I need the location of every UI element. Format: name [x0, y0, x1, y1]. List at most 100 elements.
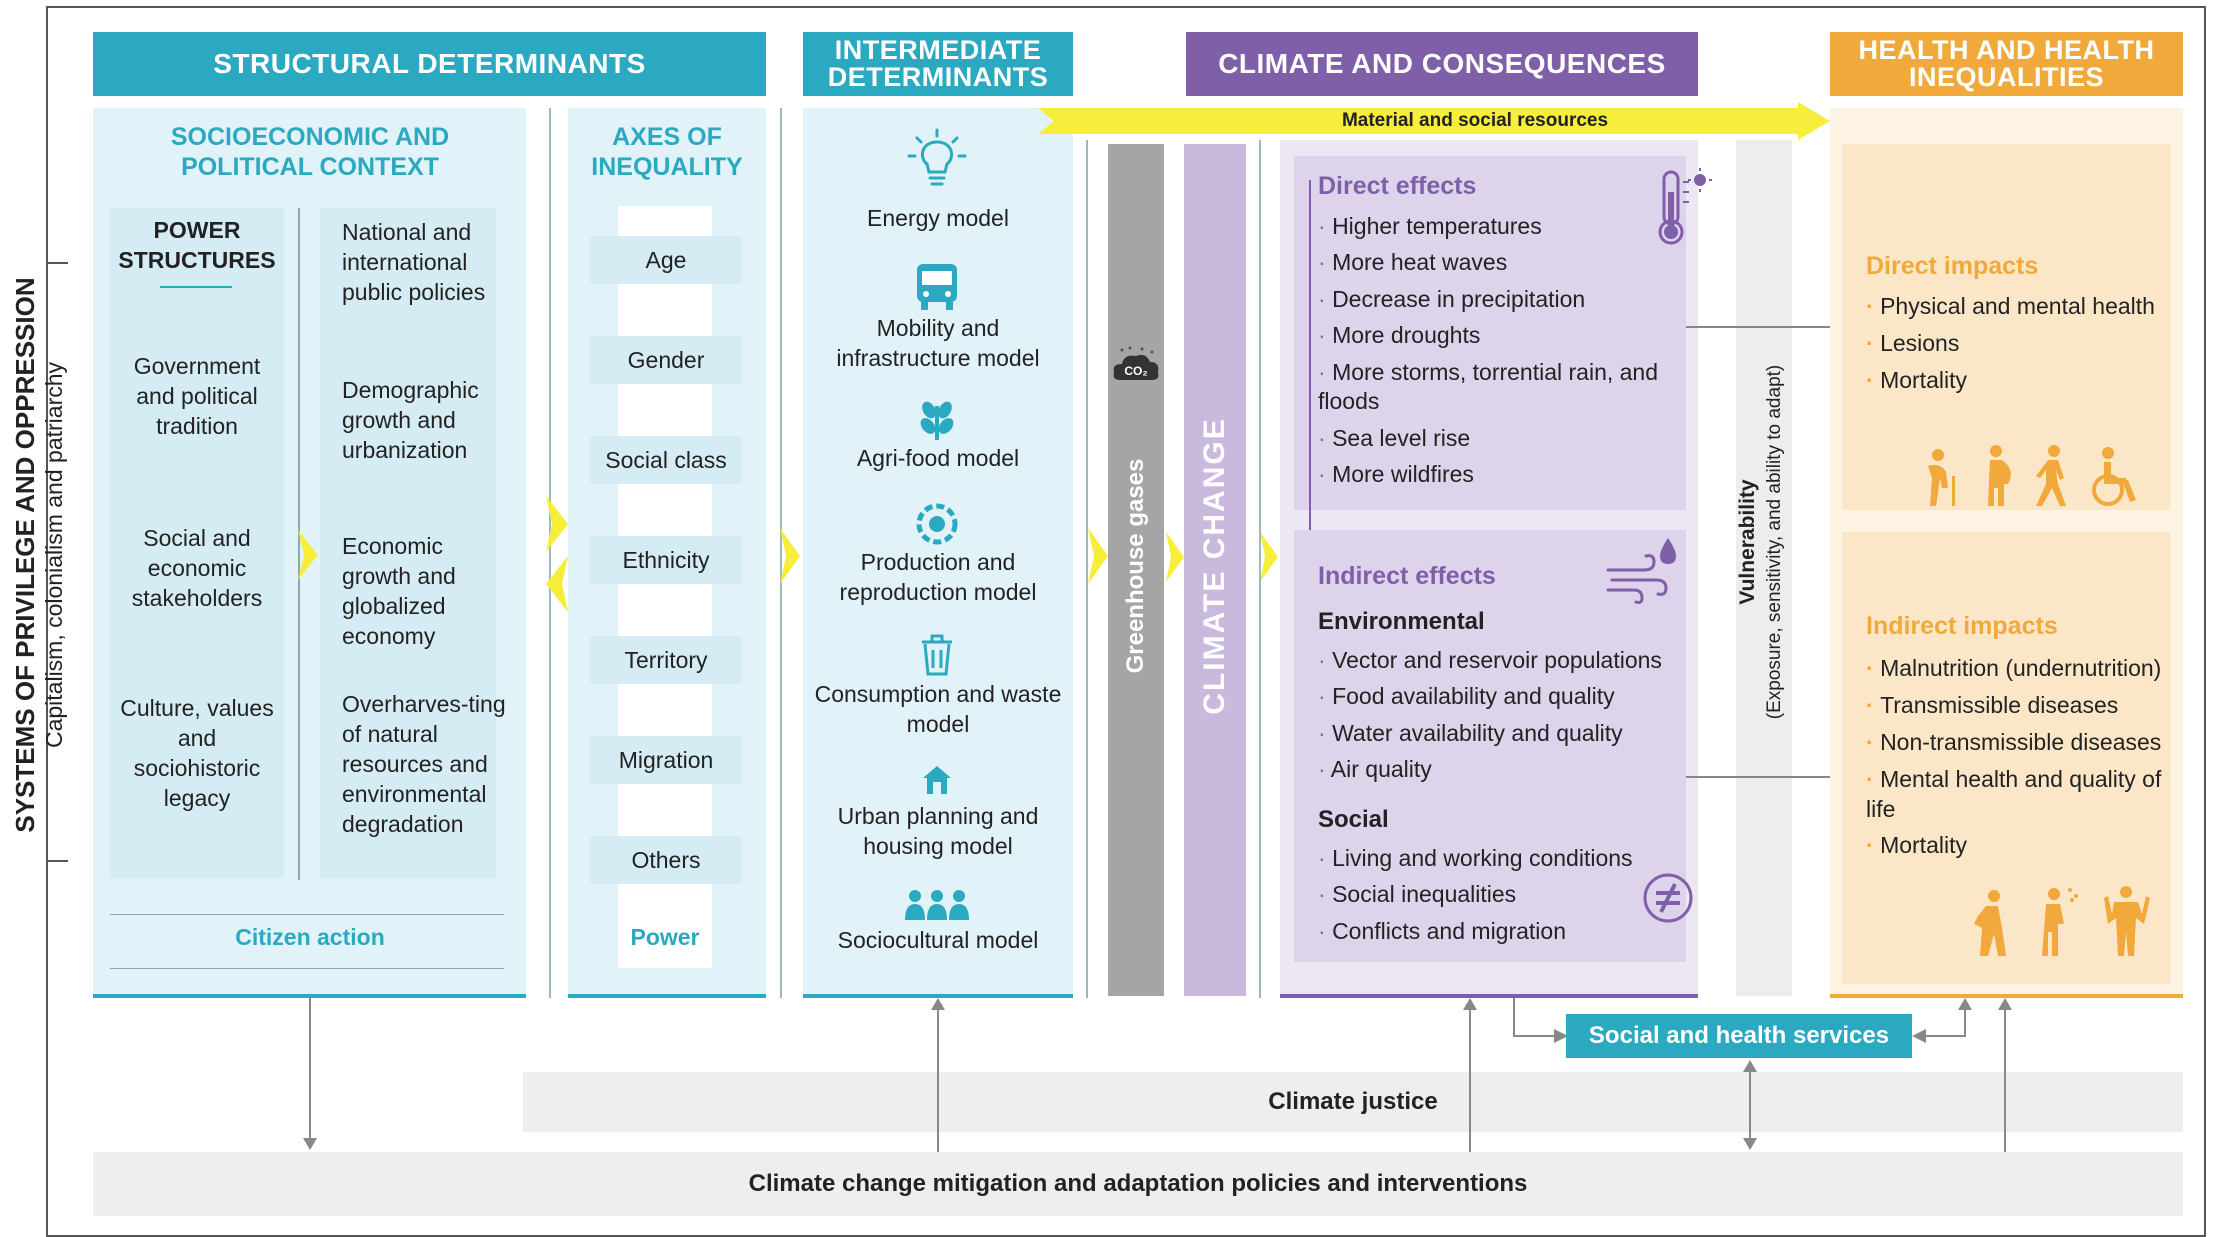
- connector-line: [1924, 1035, 1966, 1037]
- material-resources-arrow: [1038, 102, 1830, 140]
- climate-change-bar: [1184, 144, 1246, 996]
- intermediate-underline: [803, 994, 1073, 998]
- climate-underline: [1280, 994, 1698, 998]
- connector-line: [1964, 1008, 1966, 1037]
- person-in-pain-icon: [2104, 886, 2150, 956]
- wind-drop-icon: [1606, 538, 1676, 604]
- power-footer: Power: [630, 924, 700, 950]
- direct-impact-item: Mortality: [1866, 366, 2166, 396]
- axis-item: Age: [590, 236, 742, 284]
- climate-justice-row: Climate justice: [523, 1072, 2183, 1132]
- column-divider: [298, 208, 300, 880]
- elderly-person-icon: [1928, 449, 1955, 506]
- model-label: Urban planning and housing model: [837, 803, 1039, 859]
- axis-item: Territory: [590, 636, 742, 684]
- climate-change-label-wrap: CLIMATE CHANGE: [1185, 416, 1245, 716]
- lightbulb-icon: [907, 128, 967, 186]
- connector-line: [1513, 998, 1515, 1036]
- coughing-person-icon: [2042, 888, 2078, 956]
- direct-effect-item: More wildfires: [1318, 460, 1678, 489]
- social-item: Conflicts and migration: [1318, 917, 1658, 946]
- direct-impacts-list: Physical and mental health Lesions Morta…: [1866, 292, 2166, 396]
- side-title-wrap: SYSTEMS OF PRIVILEGE AND OPPRESSION Capi…: [10, 225, 70, 885]
- arrow-up-icon: [1958, 998, 1972, 1010]
- connector-line: [1749, 1070, 1751, 1142]
- arrow-up-icon: [1998, 998, 2012, 1010]
- arrow-up-icon: [1463, 998, 1477, 1010]
- separator-line: [1086, 140, 1088, 998]
- services-box: Social and health services: [1566, 1014, 1912, 1058]
- social-item: Living and working conditions: [1318, 844, 1658, 873]
- co2-cloud-icon: [1113, 346, 1159, 380]
- arrow-right-icon: [1554, 1029, 1568, 1043]
- direct-to-indirect-line: [1309, 180, 1311, 560]
- connector-line: [309, 998, 311, 1142]
- wheat-icon: [920, 401, 954, 440]
- vulnerability-bar: [1736, 140, 1792, 996]
- power-structures-box: [110, 208, 284, 878]
- wheelchair-icon: [2092, 447, 2136, 506]
- climate-justice-label: Climate justice: [1268, 1088, 1438, 1115]
- axes-title: AXES OF INEQUALITY: [591, 123, 743, 181]
- indirect-impact-item: Transmissible diseases: [1866, 691, 2176, 721]
- axis-item: Ethnicity: [590, 536, 742, 584]
- vulnerability-wrap: Vulnerability (Exposure, sensitivity, an…: [1734, 322, 1794, 762]
- context-box: [320, 208, 496, 878]
- direct-impact-item: Physical and mental health: [1866, 292, 2166, 322]
- indirect-impacts-list: Malnutrition (undernutrition) Transmissi…: [1866, 654, 2176, 861]
- axis-item: Gender: [590, 336, 742, 384]
- chevron-right-icon: [298, 530, 318, 580]
- arrow-down-icon: [1743, 1138, 1757, 1150]
- model-label: Consumption and waste model: [814, 681, 1062, 737]
- axes-underline: [568, 994, 766, 998]
- health-underline: [1830, 994, 2183, 998]
- material-resources-label: Material and social resources: [1341, 110, 1609, 131]
- power-title-underline: [160, 286, 232, 288]
- separator-line: [549, 108, 551, 998]
- model-label: Agri-food model: [856, 445, 1020, 471]
- environmental-item: Water availability and quality: [1318, 719, 1688, 748]
- social-title: Social: [1318, 806, 1389, 833]
- direct-effects-list: Higher temperatures More heat waves Decr…: [1318, 212, 1678, 490]
- axis-item: Others: [590, 836, 742, 884]
- environmental-title: Environmental: [1318, 608, 1485, 635]
- connector-line: [2004, 1008, 2006, 1152]
- power-structures-title: POWER STRUCTURES: [118, 217, 276, 273]
- social-list: Living and working conditions Social ine…: [1318, 844, 1658, 946]
- arrow-up-icon: [931, 998, 945, 1010]
- model-label: Energy model: [867, 205, 1009, 231]
- context-item: Overharves-ting of natural resources and…: [342, 691, 506, 837]
- citizen-line-top: [110, 914, 504, 915]
- axis-item: Migration: [590, 736, 742, 784]
- intermediate-panel: [803, 108, 1073, 994]
- arrow-indirect-line: [1686, 776, 1834, 778]
- chevron-right-icon: [1166, 532, 1184, 582]
- direct-impacts-box: [1842, 144, 2170, 510]
- arrow-down-icon: [303, 1138, 317, 1150]
- recycle-gear-icon: [916, 503, 958, 545]
- chevron-right-icon: [1260, 532, 1278, 582]
- fallen-person-icon: [1974, 890, 2006, 956]
- house-icon: [923, 766, 951, 794]
- vulnerability-title: Vulnerability: [1736, 479, 1759, 605]
- policies-label: Climate change mitigation and adaptation…: [748, 1170, 1528, 1197]
- header-health: HEALTH AND HEALTH INEQUALITIES: [1830, 32, 2183, 96]
- walking-child-icon: [2036, 445, 2066, 506]
- structural-underline: [93, 994, 526, 998]
- side-subtitle: Capitalism, colonialism and patriarchy: [41, 361, 67, 749]
- direct-effect-item: More storms, torrential rain, and floods: [1318, 358, 1678, 417]
- power-item: Government and political tradition: [133, 353, 261, 439]
- direct-effect-item: Sea level rise: [1318, 424, 1678, 453]
- services-label: Social and health services: [1588, 1022, 1890, 1049]
- arrow-direct-line: [1686, 326, 1834, 328]
- direct-impact-item: Lesions: [1866, 329, 2166, 359]
- trash-bin-icon: [922, 634, 952, 676]
- environmental-item: Food availability and quality: [1318, 682, 1688, 711]
- indirect-effects-title: Indirect effects: [1318, 562, 1496, 590]
- chevron-right-icon: [546, 496, 568, 612]
- power-item: Social and economic stakeholders: [131, 525, 263, 611]
- direct-effect-item: Higher temperatures: [1318, 212, 1678, 241]
- chevron-right-icon: [780, 528, 800, 584]
- axis-item: Social class: [590, 436, 742, 484]
- direct-effect-item: More heat waves: [1318, 248, 1678, 277]
